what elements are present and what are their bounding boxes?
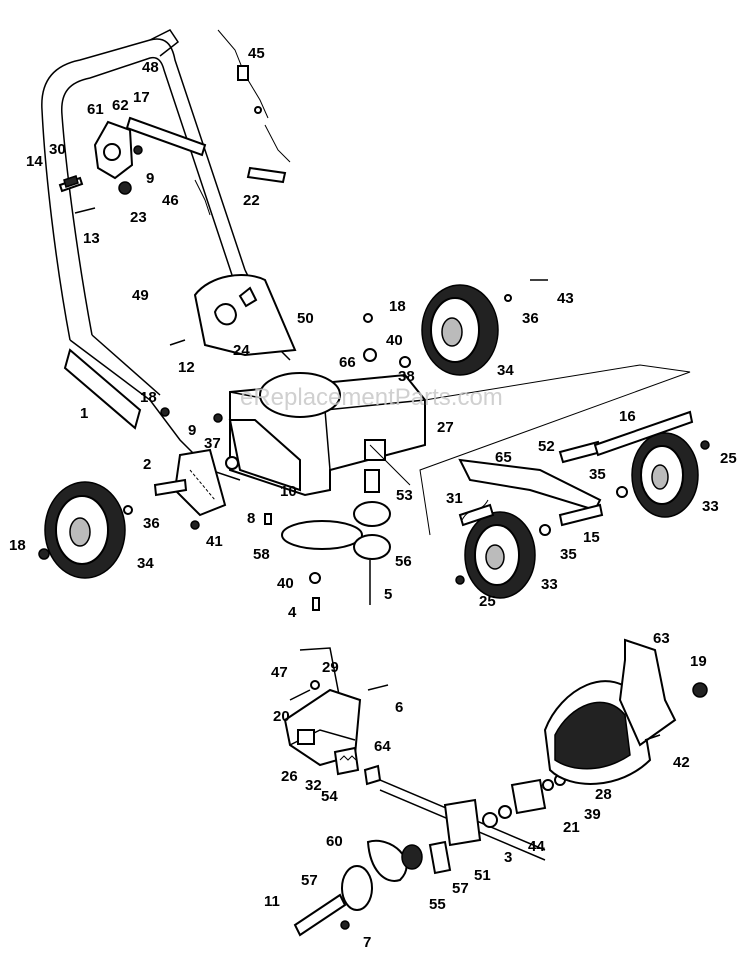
callout-44: 44 — [528, 838, 545, 855]
callout-34-top: 34 — [497, 362, 514, 379]
callout-57-left: 57 — [301, 872, 318, 889]
callout-62: 62 — [112, 97, 129, 114]
callout-13: 13 — [83, 230, 100, 247]
callout-43: 43 — [557, 290, 574, 307]
callout-12: 12 — [178, 359, 195, 376]
callout-45: 45 — [248, 45, 265, 62]
callout-33-right: 33 — [702, 498, 719, 515]
callout-3: 3 — [504, 849, 512, 866]
callout-26: 26 — [281, 768, 298, 785]
callout-57-right: 57 — [452, 880, 469, 897]
deck-chassis — [228, 364, 691, 536]
wheel-34-left — [44, 481, 126, 579]
callout-63: 63 — [653, 630, 670, 647]
callout-41: 41 — [206, 533, 223, 550]
callout-20: 20 — [273, 708, 290, 725]
callout-22: 22 — [243, 192, 260, 209]
callout-38: 38 — [398, 368, 415, 385]
callout-35-low: 35 — [560, 546, 577, 563]
callout-32: 32 — [305, 777, 322, 794]
control-parts — [58, 29, 291, 216]
callout-19: 19 — [690, 653, 707, 670]
callout-40-low: 40 — [277, 575, 294, 592]
callout-29: 29 — [322, 659, 339, 676]
callout-25-right: 25 — [720, 450, 737, 467]
callout-5: 5 — [384, 586, 392, 603]
callout-65: 65 — [495, 449, 512, 466]
callout-53: 53 — [396, 487, 413, 504]
callout-58: 58 — [253, 546, 270, 563]
callout-48: 48 — [142, 59, 159, 76]
callout-49: 49 — [132, 287, 149, 304]
wheel-33-right — [631, 432, 699, 518]
callout-6: 6 — [395, 699, 403, 716]
callout-40-top: 40 — [386, 332, 403, 349]
callout-31: 31 — [446, 490, 463, 507]
callout-42: 42 — [673, 754, 690, 771]
callout-10: 10 — [280, 483, 297, 500]
callout-47: 47 — [271, 664, 288, 681]
callout-46: 46 — [162, 192, 179, 209]
callout-labels: 45 48 61 62 17 14 30 9 23 46 22 13 49 50… — [9, 45, 737, 951]
callout-23: 23 — [130, 209, 147, 226]
wheel-33-bottom — [464, 511, 536, 599]
callout-60: 60 — [326, 833, 343, 850]
callout-21: 21 — [563, 819, 580, 836]
callout-14: 14 — [26, 153, 43, 170]
callout-7: 7 — [363, 934, 371, 951]
callout-51: 51 — [474, 867, 491, 884]
callout-18-top: 18 — [389, 298, 406, 315]
callout-61: 61 — [87, 101, 104, 118]
callout-24: 24 — [233, 342, 250, 359]
callout-18-left: 18 — [9, 537, 26, 554]
callout-34-left: 34 — [137, 555, 154, 572]
callout-27: 27 — [437, 419, 454, 436]
wheel-34-top — [421, 284, 499, 376]
callout-37: 37 — [204, 435, 221, 452]
callout-35-right: 35 — [589, 466, 606, 483]
callout-66: 66 — [339, 354, 356, 371]
callout-55: 55 — [429, 896, 446, 913]
callout-2: 2 — [143, 456, 151, 473]
watermark-text: eReplacementParts.com — [240, 384, 503, 411]
callout-30: 30 — [49, 141, 66, 158]
callout-39: 39 — [584, 806, 601, 823]
callout-33-low: 33 — [541, 576, 558, 593]
callout-28: 28 — [595, 786, 612, 803]
callout-64: 64 — [374, 738, 391, 755]
callout-17: 17 — [133, 89, 150, 106]
callout-1: 1 — [80, 405, 88, 422]
callout-16: 16 — [619, 408, 636, 425]
edger-assembly — [283, 638, 708, 937]
callout-11: 11 — [264, 893, 280, 910]
callout-56: 56 — [395, 553, 412, 570]
callout-18-mid: 18 — [140, 389, 157, 406]
callout-9-top: 9 — [146, 170, 154, 187]
callout-9-mid: 9 — [188, 422, 196, 439]
callout-15: 15 — [583, 529, 600, 546]
callout-36-left: 36 — [143, 515, 160, 532]
callout-25-low: 25 — [479, 593, 496, 610]
handle-assembly — [41, 29, 297, 481]
callout-36-top: 36 — [522, 310, 539, 327]
callout-8: 8 — [247, 510, 255, 527]
depth-bracket-parts — [38, 279, 710, 611]
callout-50: 50 — [297, 310, 314, 327]
callout-4: 4 — [288, 604, 297, 621]
callout-52: 52 — [538, 438, 555, 455]
callout-54: 54 — [321, 788, 338, 805]
